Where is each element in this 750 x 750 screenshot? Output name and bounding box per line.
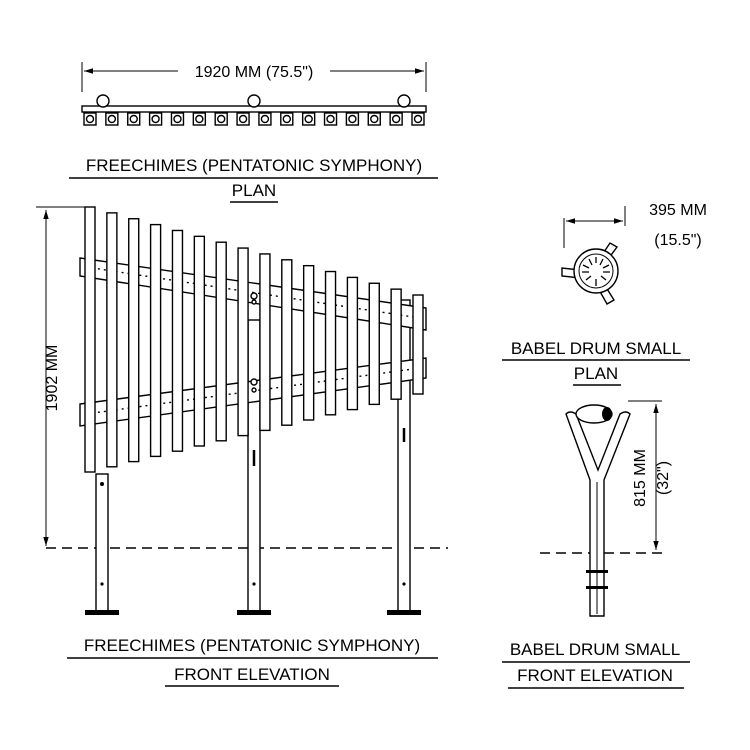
freechimes-elevation: 1902 MM	[36, 206, 448, 687]
chime-bar-16	[412, 294, 424, 395]
drum-plan-body	[573, 248, 619, 294]
chime-bar-8	[237, 247, 249, 437]
drum-elevation-subtitle: FRONT ELEVATION	[517, 666, 673, 685]
babel-drum-plan: 395 MM (15.5") BABEL DRUM SMALL PLAN	[502, 202, 707, 386]
chime-bar-9	[259, 253, 271, 432]
chime-bar-15	[390, 288, 402, 400]
plan-width-dimension: 1920 MM (75.5")	[195, 64, 314, 81]
drum-plan-subtitle: PLAN	[574, 364, 618, 383]
freechimes-elevation-title: FREECHIMES (PENTATONIC SYMPHONY)	[84, 636, 420, 655]
plan-chime-hole-10	[282, 114, 291, 124]
drum-elevation-title: BABEL DRUM SMALL	[510, 640, 680, 659]
chime-bar-5	[171, 229, 184, 452]
plan-chime-hole-3	[129, 114, 138, 124]
plan-chime-hole-1	[85, 114, 95, 124]
drum-width-mm: 395 MM	[649, 202, 707, 219]
drum-plan-title: BABEL DRUM SMALL	[511, 339, 681, 358]
chime-bar-4	[149, 223, 162, 458]
plan-chime-hole-4	[151, 114, 160, 124]
plan-chime-hole-14	[370, 114, 379, 124]
chime-bar-7	[215, 241, 227, 442]
plan-chime-hole-16	[413, 114, 423, 124]
freechimes-plan: 1920 MM (75.5") FREECHIMES (PENTATONIC S…	[69, 62, 438, 203]
post-left	[85, 473, 119, 615]
plan-chime-hole-2	[107, 114, 117, 124]
plan-chime-hole-8	[238, 114, 248, 124]
plan-chime-hole-5	[173, 114, 182, 124]
chime-bar-13	[346, 276, 359, 411]
plan-post-right	[397, 94, 411, 108]
drum-frame	[565, 411, 631, 617]
plan-post-middle	[247, 94, 261, 108]
chime-bar-6	[193, 235, 206, 447]
babel-drum-elevation: 815 MM (32") BABEL DRUM SMALL FRONT ELEV…	[502, 400, 690, 689]
plan-chime-hole-12	[326, 114, 335, 124]
drum-height-in: (32")	[655, 461, 672, 495]
plan-chime-row	[83, 112, 425, 126]
plan-chime-hole-9	[260, 114, 270, 124]
plan-chime-hole-11	[304, 114, 313, 124]
freechimes-plan-subtitle: PLAN	[232, 181, 276, 200]
freechimes-elevation-subtitle: FRONT ELEVATION	[174, 665, 330, 684]
chime-bars	[84, 206, 424, 473]
freechimes-plan-title: FREECHIMES (PENTATONIC SYMPHONY)	[86, 156, 422, 175]
plan-post-left	[96, 94, 110, 108]
chime-bar-12	[324, 270, 337, 416]
chime-bar-10	[281, 259, 293, 426]
plan-chime-hole-15	[391, 114, 401, 124]
chime-bar-2	[106, 212, 118, 468]
plan-chime-hole-6	[195, 114, 204, 124]
chime-bar-1	[84, 206, 96, 473]
plan-chime-hole-13	[348, 114, 357, 124]
chime-bar-3	[128, 218, 140, 463]
plan-chime-hole-7	[216, 114, 226, 124]
chime-bar-14	[368, 282, 380, 406]
drum-width-in: (15.5")	[654, 232, 701, 249]
height-dimension: 1902 MM	[44, 345, 61, 412]
drum-height-mm: 815 MM	[632, 449, 649, 507]
drum-plan-tongues	[582, 257, 610, 286]
chime-bar-11	[302, 264, 315, 421]
